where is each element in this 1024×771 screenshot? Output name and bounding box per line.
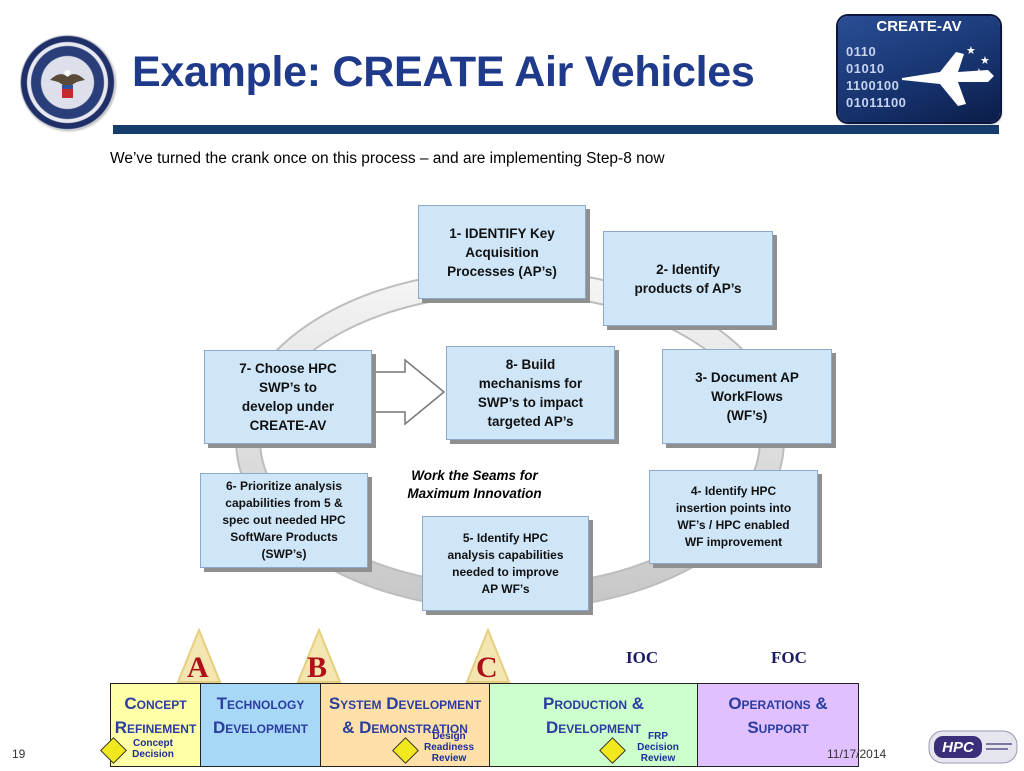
phase-system-development-label: System Development & Demonstration	[328, 694, 482, 737]
phase-technology-development-label: Technology Development	[213, 694, 308, 737]
subtitle: We’ve turned the crank once on this proc…	[110, 150, 665, 167]
seams-caption-line2: Maximum Innovation	[407, 486, 542, 501]
process-step-3: 3- Document AP WorkFlows (WF’s)	[662, 349, 832, 444]
milestone-c: C	[476, 651, 498, 684]
seams-caption: Work the Seams for Maximum Innovation	[372, 467, 577, 503]
milestone-b: B	[307, 651, 328, 684]
process-step-5: 5- Identify HPC analysis capabilities ne…	[422, 516, 589, 611]
process-step-1-label: 1- IDENTIFY Key Acquisition Processes (A…	[447, 225, 557, 279]
process-step-4: 4- Identify HPC insertion points into WF…	[649, 470, 818, 564]
phase-operations-support-label: Operations & Support	[728, 694, 828, 737]
phase-concept-refinement: Concept Refinement	[110, 683, 201, 767]
svg-text:★: ★	[966, 45, 976, 57]
milestone-a-triangle-icon	[176, 628, 222, 683]
phase-operations-support: Operations & Support	[697, 683, 859, 767]
jet-icon: ★ ★ ★	[902, 45, 994, 106]
process-step-8-label: 8- Build mechanisms for SWP’s to impact …	[477, 357, 584, 429]
svg-text:★: ★	[980, 55, 990, 67]
process-step-6-label: 6- Prioritize analysis capabilities from…	[222, 479, 346, 561]
hpc-logo-icon: HPC	[928, 730, 1018, 764]
process-step-6: 6- Prioritize analysis capabilities from…	[200, 473, 368, 568]
logo-binary-4: 01011100	[846, 95, 907, 110]
phase-production-development-label: Production & Development	[542, 694, 644, 737]
process-step-8: 8- Build mechanisms for SWP’s to impact …	[446, 346, 615, 440]
logo-title: CREATE-AV	[876, 18, 962, 35]
process-step-1: 1- IDENTIFY Key Acquisition Processes (A…	[418, 205, 586, 299]
phase-technology-development: Technology Development	[200, 683, 321, 767]
milestone-c-triangle-icon	[465, 628, 511, 683]
logo-binary-1: 0110	[846, 44, 877, 59]
dod-seal-logo	[20, 35, 115, 130]
slide-date: 11/17/2014	[827, 747, 887, 761]
hpc-logo-text: HPC	[942, 739, 975, 756]
process-step-5-label: 5- Identify HPC analysis capabilities ne…	[447, 530, 564, 596]
foc-label: FOC	[771, 648, 807, 667]
page-number: 19	[12, 747, 26, 761]
ioc-label: IOC	[626, 648, 659, 667]
title-rule	[113, 125, 999, 134]
logo-binary-3: 1100100	[846, 78, 900, 93]
process-step-7: 7- Choose HPC SWP’s to develop under CRE…	[204, 350, 372, 444]
hpc-logo: HPC	[928, 728, 1018, 766]
phase-concept-refinement-label: Concept Refinement	[114, 694, 197, 737]
seams-caption-line1: Work the Seams for	[411, 468, 538, 483]
process-step-2-label: 2- Identify products of AP’s	[634, 261, 742, 296]
process-step-3-label: 3- Document AP WorkFlows (WF’s)	[695, 370, 799, 423]
concept-decision-label: Concept Decision	[132, 738, 174, 760]
frp-decision-label: FRP Decision Review	[637, 731, 679, 764]
milestone-a: A	[187, 651, 209, 684]
design-readiness-label: Design Readiness Review	[423, 731, 475, 764]
milestone-b-triangle-icon	[296, 628, 342, 683]
logo-binary-2: 01010	[846, 61, 885, 76]
process-step-2: 2- Identify products of AP’s	[603, 231, 773, 326]
phase-production-development: Production & Development	[489, 683, 698, 767]
svg-text:★: ★	[974, 67, 984, 79]
create-av-logo: CREATE-AV 0110 01010 1100100 01011100 ★ …	[838, 16, 1000, 122]
process-step-4-label: 4- Identify HPC insertion points into WF…	[675, 484, 792, 549]
page-title: Example: CREATE Air Vehicles	[132, 48, 755, 96]
process-step-7-label: 7- Choose HPC SWP’s to develop under CRE…	[239, 361, 337, 433]
eagle-icon	[41, 56, 94, 109]
